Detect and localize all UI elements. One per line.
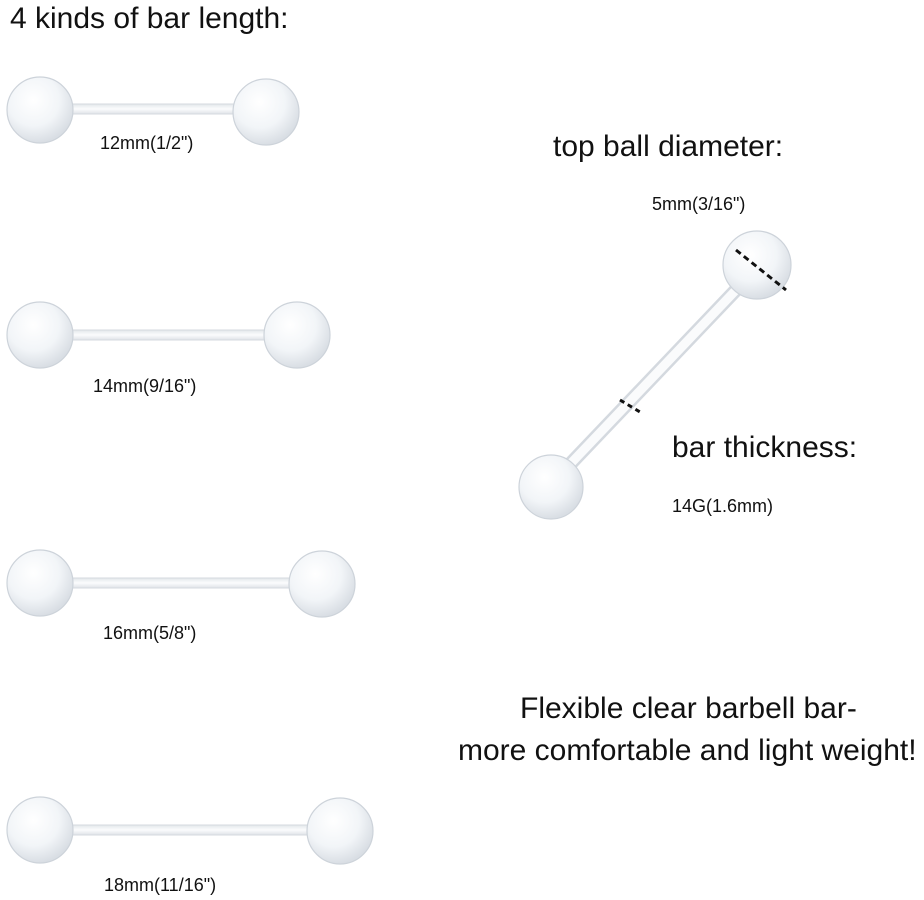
bar-length-label-16mm: 16mm(5/8") (103, 623, 197, 643)
bar-length-label-18mm: 18mm(11/16") (104, 875, 217, 895)
bar-thickness-heading: bar thickness: (672, 431, 858, 464)
feature-text-line-2: more comfortable and light weight! (458, 734, 917, 767)
top-ball-diameter-value: 5mm(3/16") (652, 194, 746, 214)
barbell-diagonal (518, 230, 792, 520)
bar-length-label-12mm: 12mm(1/2") (100, 133, 194, 153)
ball-diameter-marker (735, 248, 787, 292)
barbell-18mm (6, 796, 374, 865)
top-ball-diameter-heading: top ball diameter: (553, 130, 784, 163)
bar-thickness-value: 14G(1.6mm) (672, 496, 774, 516)
barbell-12mm (6, 76, 300, 146)
barbell-14mm (6, 301, 331, 369)
bar-thickness-marker (619, 398, 641, 414)
bar-length-heading: 4 kinds of bar length: (10, 2, 289, 35)
barbell-16mm (6, 549, 356, 618)
feature-text-line-1: Flexible clear barbell bar- (520, 692, 857, 725)
bar-length-label-14mm: 14mm(9/16") (93, 376, 197, 396)
